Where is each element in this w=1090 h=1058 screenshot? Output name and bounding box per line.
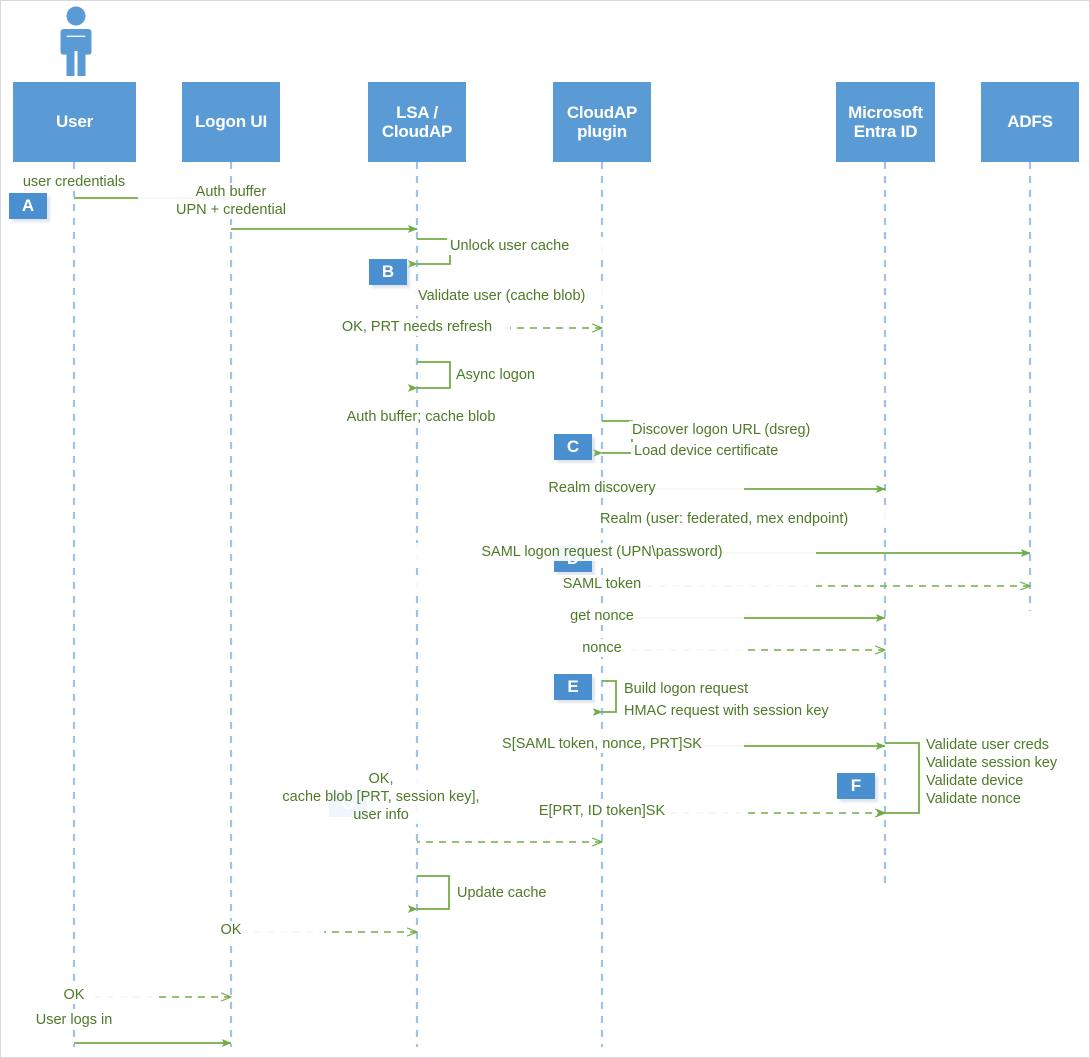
self-loop-m19[interactable] (875, 742, 920, 817)
message-label-m20: E[PRT, ID token]SK (460, 802, 744, 821)
message-label-m16: Build logon request (621, 680, 791, 699)
message-label-m04: Validate user (cache blob) (415, 287, 605, 306)
message-label-m10: Realm discovery (460, 479, 744, 498)
actor-box-logon-ui[interactable]: Logon UI (182, 82, 280, 162)
message-label-m11: Realm (user: federated, mex endpoint) (597, 510, 892, 529)
actor-box-user[interactable]: User (13, 82, 136, 162)
step-badge-b[interactable]: B (369, 259, 407, 285)
message-label-m18: S[SAML token, nonce, PRT]SK (460, 735, 744, 754)
actor-label: User (55, 112, 93, 132)
lifelines-group (72, 162, 1032, 1047)
message-label-m19: Validate user creds Validate session key… (923, 736, 1088, 809)
message-label-m06: Async logon (453, 366, 583, 385)
message-label-m05: OK, PRT needs refresh (324, 318, 510, 337)
step-badge-c[interactable]: C (554, 434, 592, 460)
message-label-m14: get nonce (460, 607, 744, 626)
message-label-m07: Auth buffer; cache blob (331, 408, 511, 427)
actor-box-lsa-cloudap[interactable]: LSA / CloudAP (368, 82, 466, 162)
message-label-m24: OK (1, 986, 153, 1005)
actor-box-entra-id[interactable]: Microsoft Entra ID (836, 82, 935, 162)
step-badge-e[interactable]: E (554, 674, 592, 700)
actor-label: LSA / CloudAP (381, 102, 453, 141)
message-label-m21: OK, cache blob [PRT, session key], user … (270, 770, 492, 825)
user-person-icon (60, 6, 92, 76)
actor-box-cloudap-plugin[interactable]: CloudAP plugin (553, 82, 651, 162)
message-label-m15: nonce (460, 639, 744, 658)
message-label-m01: user credentials (1, 173, 153, 192)
actor-label: CloudAP plugin (566, 102, 638, 141)
message-label-m23: OK (138, 921, 324, 940)
message-label-m17: HMAC request with session key (621, 702, 861, 721)
message-label-m09: Load device certificate (631, 442, 821, 461)
actor-label: ADFS (1007, 112, 1053, 132)
message-label-m25: User logs in (1, 1011, 153, 1030)
actor-box-adfs[interactable]: ADFS (981, 82, 1079, 162)
message-label-m02: Auth buffer UPN + credential (138, 183, 324, 220)
step-badge-a[interactable]: A (9, 193, 47, 219)
actor-label: Microsoft Entra ID (848, 102, 923, 141)
message-label-m12: SAML logon request (UPN\password) (388, 543, 816, 562)
step-badge-f[interactable]: F (837, 773, 875, 799)
message-label-m22: Update cache (454, 884, 594, 903)
self-loop-m16[interactable] (592, 680, 617, 716)
actor-label: Logon UI (194, 112, 268, 132)
self-loop-m08[interactable] (592, 420, 633, 457)
message-label-m13: SAML token (388, 575, 816, 594)
self-loop-m22[interactable] (407, 875, 450, 913)
self-loop-m06[interactable] (407, 361, 451, 392)
message-label-m08: Discover logon URL (dsreg) (629, 421, 839, 440)
message-label-m03: Unlock user cache (447, 237, 627, 256)
self-loop-m03[interactable] (407, 238, 451, 268)
